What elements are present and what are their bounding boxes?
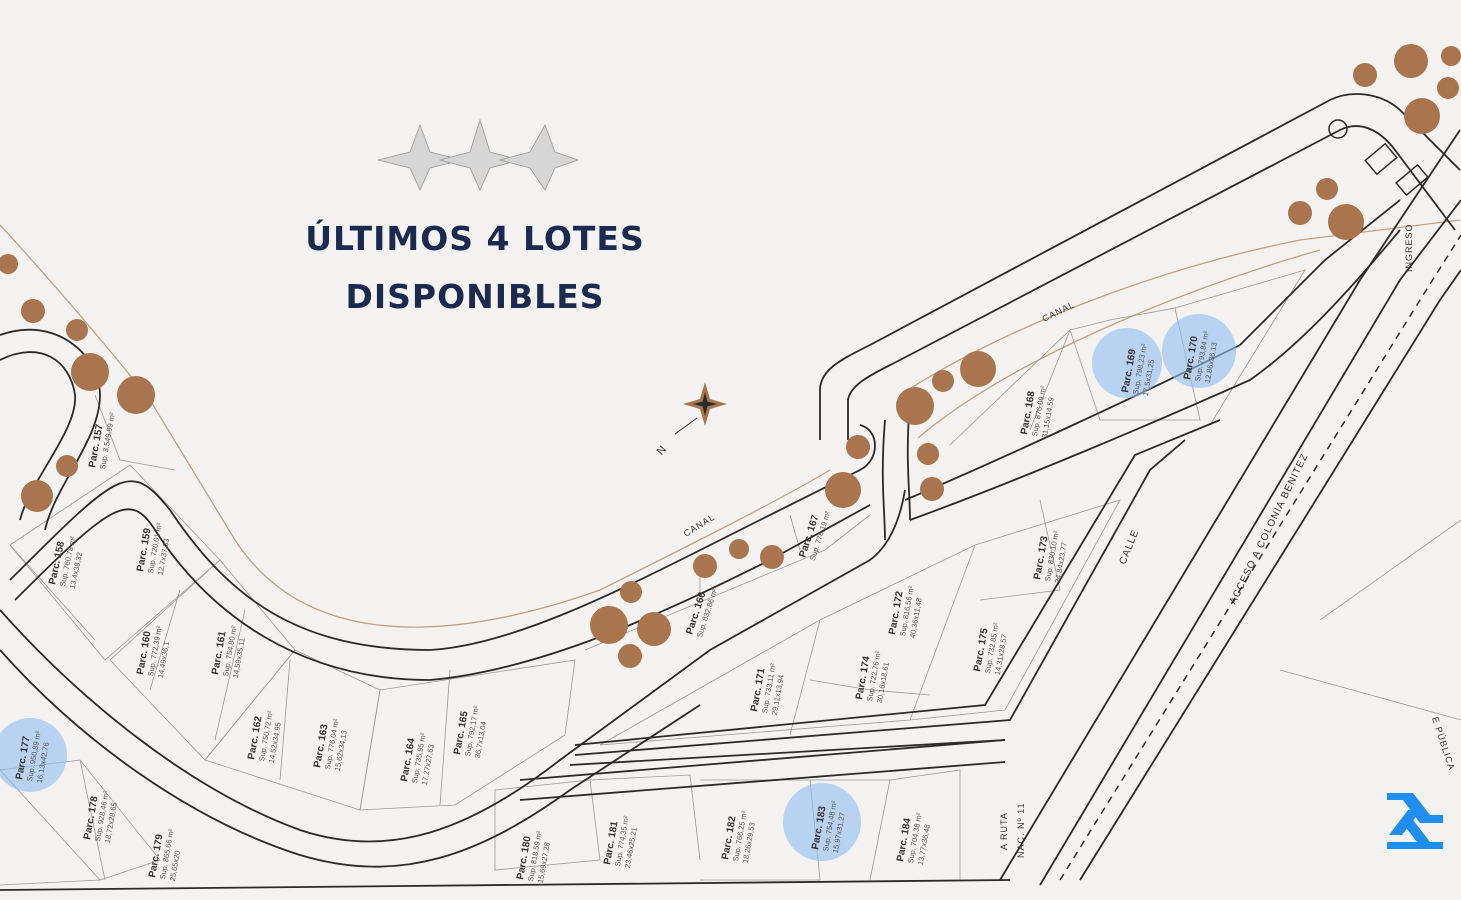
tree-icon [21,480,53,512]
ruta-label-2: NAC. Nº 11 [1016,802,1026,858]
tree-icon [760,545,784,569]
tree-icon [66,319,88,341]
trees [0,44,1461,668]
tree-icon [1328,204,1364,240]
highlight-lot-169[interactable] [1092,328,1162,398]
star-ornament-icon [377,118,580,191]
publica-label: E PÚBLICA [1430,716,1457,772]
tree-icon [1353,63,1377,87]
compass-north-label: N [655,444,669,458]
tree-icon [590,606,628,644]
tree-icon [825,472,861,508]
promo-heading-line-1: ÚLTIMOS 4 LOTES [305,219,645,258]
tree-icon [117,376,155,414]
tree-icon [1441,46,1461,66]
tree-icon [920,477,944,501]
promo-heading-line-2: DISPONIBLES [345,277,605,316]
canal-label-upper: CANAL [1040,299,1076,323]
tree-icon [21,299,45,323]
highlight-lot-183[interactable] [783,783,861,861]
tree-icon [1288,201,1312,225]
tree-icon [71,353,109,391]
tree-icon [917,443,939,465]
tree-icon [960,351,996,387]
tree-icon [56,455,78,477]
tree-icon [1316,178,1338,200]
tree-icon [620,581,642,603]
highlight-lot-170[interactable] [1162,314,1236,388]
tree-icon [932,370,954,392]
lot-boundaries [0,269,1461,886]
entrance-structures [1328,119,1429,197]
tree-icon [1437,77,1459,99]
brand-logo-icon[interactable] [1387,793,1443,849]
canal-label-lower: CANAL [682,512,717,539]
ingreso-label: INGRESO [1404,223,1414,272]
tree-icon [693,554,717,578]
canal-lines [0,219,1461,628]
promo-heading: ÚLTIMOS 4 LOTES DISPONIBLES [250,210,700,326]
tree-icon [637,612,671,646]
tree-icon [896,387,934,425]
available-lot-highlights [0,314,1236,861]
highlight-lot-177[interactable] [0,718,67,792]
calle-label: CALLE [1118,528,1142,566]
tree-icon [1404,98,1440,134]
tree-icon [729,539,749,559]
tree-icon [0,254,18,274]
acceso-center-line [1059,234,1461,881]
tree-icon [846,435,870,459]
tree-icon [1394,44,1428,78]
compass-rose-icon: N [655,382,727,458]
ruta-label-1: A RUTA [999,812,1009,850]
tree-icon [618,644,642,668]
roads [0,93,1461,891]
